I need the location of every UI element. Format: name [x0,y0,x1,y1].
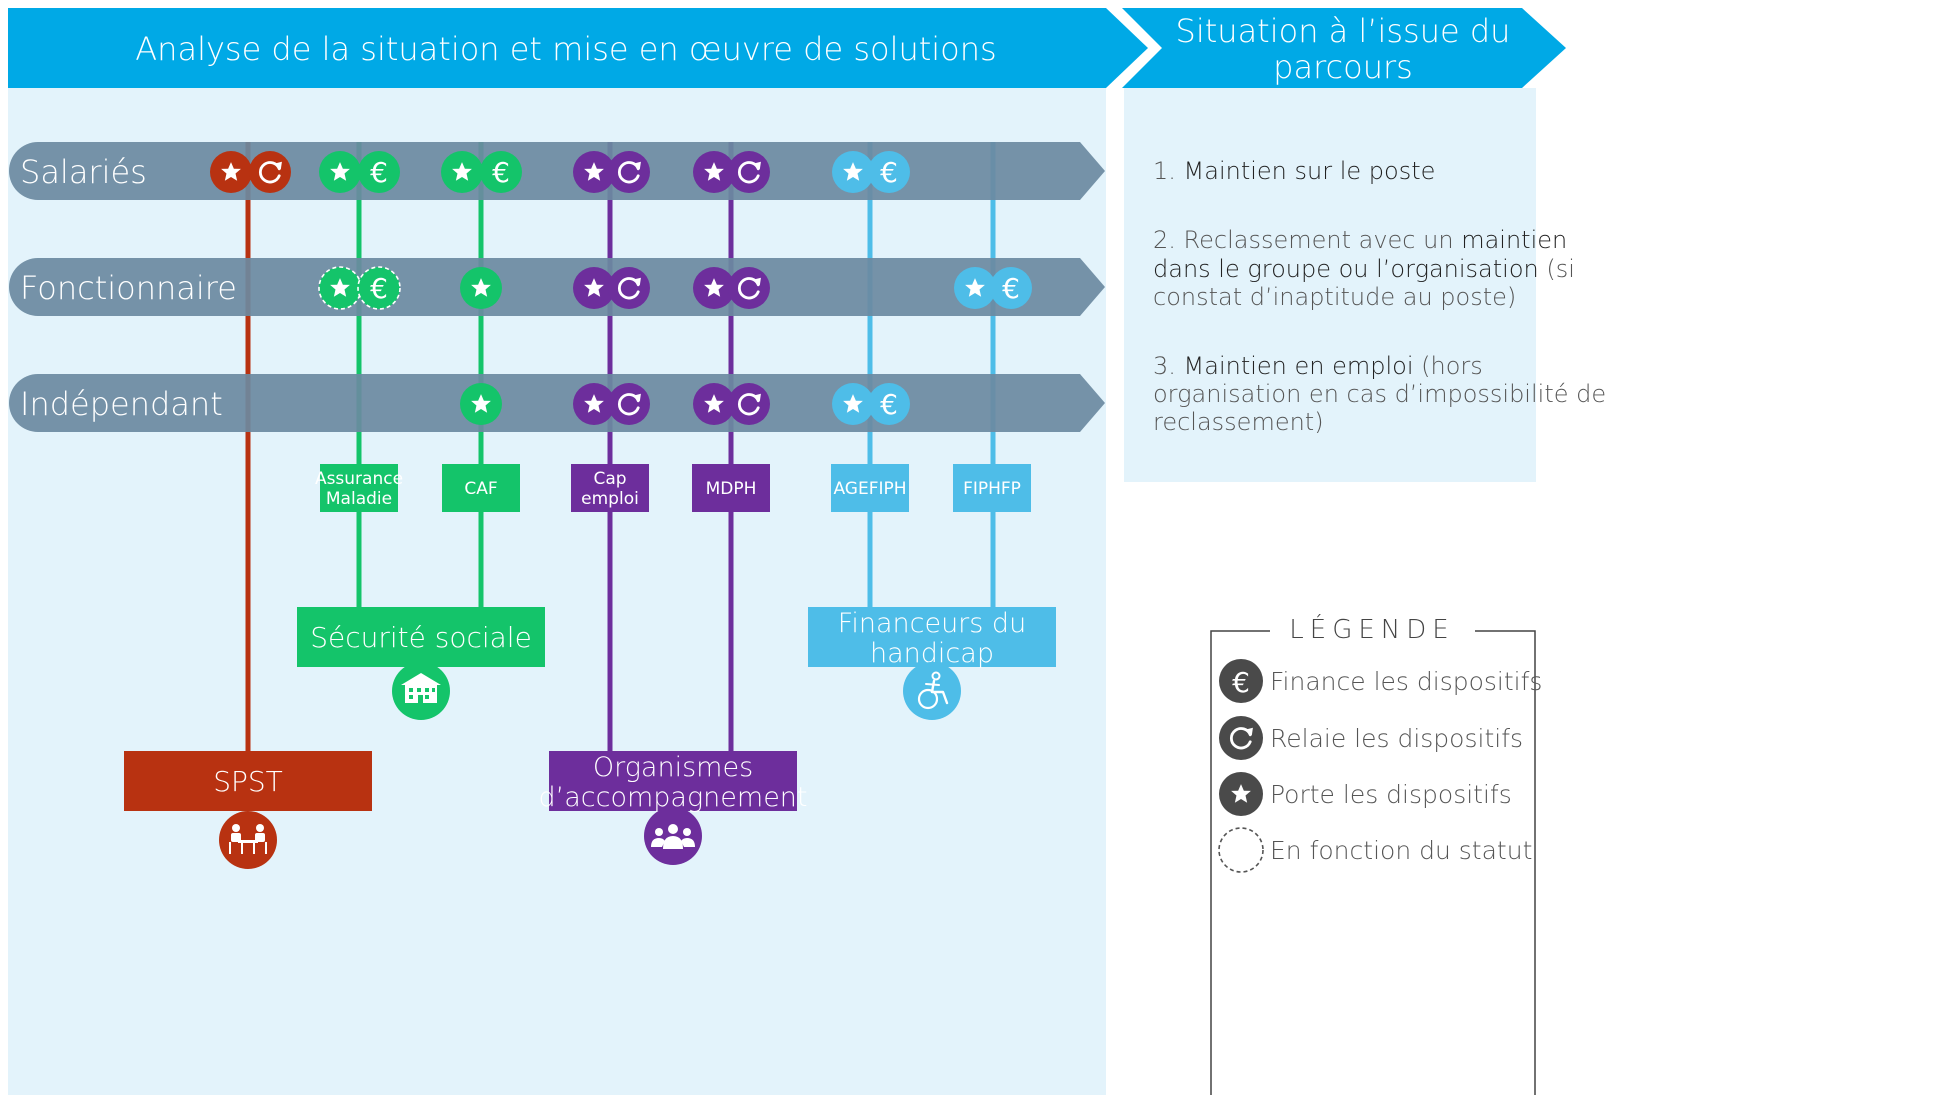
svg-text:Cap: Cap [593,469,626,489]
row-label-salaries: Salariés [20,153,147,191]
organism-box-fiphfp [953,464,1031,512]
euro-icon: € [370,272,388,305]
group-label-organismes-1: Organismes [593,752,753,783]
dashed-circle-icon [1218,827,1264,873]
wheelchair-icon [903,662,961,720]
group-box-organismes [549,751,797,811]
outcome-3-line2: organisation en cas d’impossibilité de [1153,380,1606,408]
band-salaries [9,142,1105,200]
legend-frame [1210,630,1536,1095]
band-fonctionnaire [9,258,1105,316]
group-label-securite-sociale: Sécurité sociale [310,621,532,654]
outcome-2-line2: dans le groupe ou l’organisation (si [1153,255,1575,283]
euro-icon: € [1002,272,1020,305]
group-label-financeurs-1: Financeurs du [838,608,1026,639]
band-independant [9,374,1105,432]
legend-label-finance: Finance les dispositifs [1270,667,1542,696]
header-right-title-1: Situation à l’issue du [1176,12,1511,50]
analysis-panel [8,88,1106,1095]
euro-icon: € [880,156,898,189]
header-left-title: Analyse de la situation et mise en œuvre… [135,30,996,68]
legend-label-porte: Porte les dispositifs [1270,780,1512,809]
svg-text:€: € [1232,666,1250,699]
group-box-financeurs [808,607,1056,667]
outcome-2-line1: 2. Reclassement avec un maintien [1153,226,1567,254]
badges-fonctionnaire: € € [318,266,1032,310]
euro-icon [1219,659,1263,703]
group-label-spst: SPST [213,765,283,798]
outcome-3-line3: reclassement) [1153,408,1324,436]
svg-text:Assurance: Assurance [315,469,403,489]
svg-text:Maladie: Maladie [326,489,392,509]
organism-box-assurance-maladie [320,464,398,512]
legend-title: LÉGENDE [1289,613,1454,645]
header-left-banner [8,8,1148,88]
outcome-panel [1124,88,1536,482]
svg-text:AGEFIPH: AGEFIPH [833,479,906,499]
organism-labels: Assurance Maladie CAF Cap emploi MDPH AG… [315,464,1031,512]
euro-icon: € [370,156,388,189]
outcomes: 1. Maintien sur le poste 2. Reclassement… [1153,157,1606,436]
outcome-1: 1. Maintien sur le poste [1153,157,1435,185]
row-label-independant: Indépendant [20,385,223,423]
legend-label-relaie: Relaie les dispositifs [1270,724,1523,753]
outcome-2-line3: constat d’inaptitude au poste) [1153,283,1516,311]
organism-box-mdph [692,464,770,512]
building-icon [392,662,450,720]
svg-text:CAF: CAF [464,479,497,499]
header-right-title-2: parcours [1273,48,1413,86]
badges-salaries: € € € [210,151,910,193]
header-right-banner [1122,8,1566,88]
legend: LÉGENDE € Finance les dispositifs Relaie… [1210,613,1542,1095]
relay-icon [1219,716,1263,760]
badge-circle [249,151,291,193]
outcome-3-line1: 3. Maintien en emploi (hors [1153,352,1483,380]
badges-independant: € [460,383,910,425]
row-label-fonctionnaire: Fonctionnaire [20,269,237,307]
svg-text:MDPH: MDPH [706,479,757,499]
group-box-securite-sociale [297,607,545,667]
group-box-spst [124,751,372,811]
svg-text:FIPHFP: FIPHFP [963,479,1021,499]
euro-icon: € [492,156,510,189]
people-icon [644,807,702,865]
organism-box-agefiph [831,464,909,512]
svg-text:emploi: emploi [581,489,639,509]
organism-box-caf [442,464,520,512]
organism-box-cap-emploi [571,464,649,512]
euro-icon: € [880,388,898,421]
meeting-icon [219,811,277,869]
legend-label-statut: En fonction du statut [1270,836,1532,865]
